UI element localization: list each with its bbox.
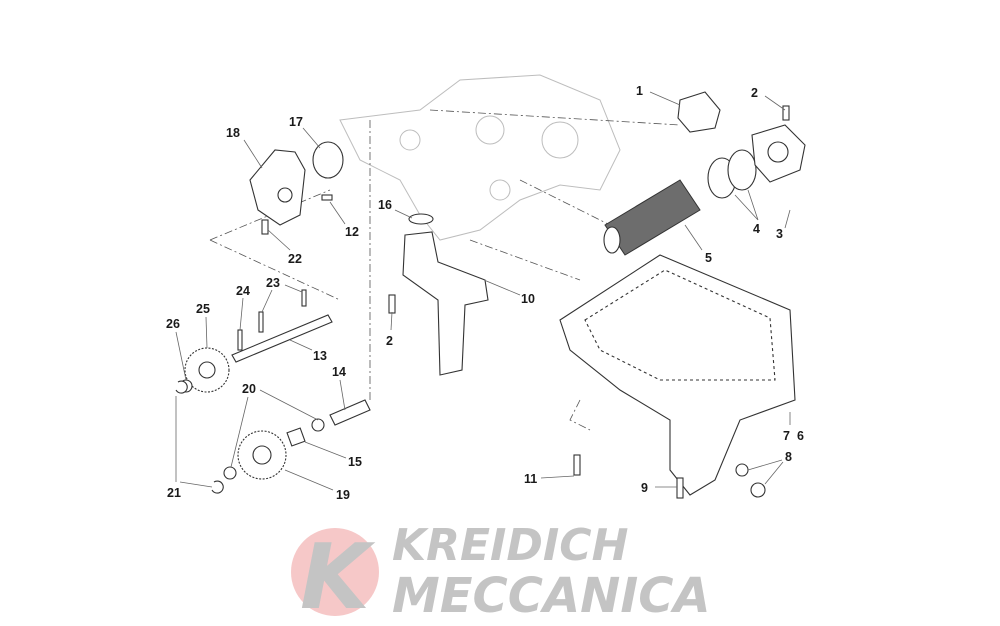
bolt-9 [676,477,684,499]
oil-filter-end [603,226,621,254]
filter-cover-boss [767,141,789,163]
callout-14: 14 [332,365,346,379]
pump-shaft [231,314,333,363]
callout-6: 6 [797,429,804,443]
gear-19-hub [252,445,272,465]
callout-20: 20 [242,382,256,396]
watermark-line1: KREIDICH [392,520,628,571]
callout-5: 5 [705,251,712,265]
callout-13: 13 [313,349,327,363]
callout-labels: 1 2 18 17 16 12 4 3 5 22 10 24 23 25 26 … [166,84,804,502]
callout-19: 19 [336,488,350,502]
washer [223,466,237,480]
callout-18: 18 [226,126,240,140]
sleeve [329,399,371,426]
callout-22: 22 [288,252,302,266]
callout-8: 8 [785,450,792,464]
callout-3: 3 [776,227,783,241]
callout-2: 2 [751,86,758,100]
bolt-2 [388,294,396,314]
leader-lines [175,91,791,491]
pump-cover-hole [277,187,293,203]
oil-strainer [402,231,489,376]
pin-24 [237,329,243,351]
callout-25: 25 [196,302,210,316]
callout-15: 15 [348,455,362,469]
o-ring-16 [408,213,434,225]
pin-23 [258,311,264,333]
gear-25-hub [198,361,216,379]
pin-23b [301,289,307,307]
drain-plug [750,482,766,498]
callout-4: 4 [753,222,760,236]
callout-2b: 2 [386,334,393,348]
watermark-k: K [300,525,376,626]
assembly-lines [209,109,681,431]
watermark-circle [291,528,379,616]
callout-12: 12 [345,225,359,239]
circlip [211,480,224,494]
pump-cover [249,149,306,226]
o-ring [727,149,757,191]
watermark-line2: MECCANICA [392,568,711,624]
bolt-2-top [782,105,790,121]
pump-rotor [312,141,344,179]
callout-11: 11 [524,472,537,486]
dowel [321,194,333,201]
callout-17: 17 [289,115,303,129]
callout-1: 1 [636,84,643,98]
engine-block-outline [339,74,621,241]
callout-10: 10 [521,292,535,306]
callout-23: 23 [266,276,280,290]
sump-gasket-dots [584,269,776,381]
callout-21: 21 [167,486,181,500]
callout-9: 9 [641,481,648,495]
bolt-11 [573,454,581,476]
circlip [175,380,188,394]
callout-24: 24 [236,284,250,298]
washer [311,418,325,432]
callout-26: 26 [166,317,180,331]
callout-16: 16 [378,198,392,212]
watermark-logo: K KREIDICH MECCANICA [291,520,711,626]
filter-cap [677,91,721,133]
washer-8 [735,463,749,477]
spring [286,427,306,447]
callout-7: 7 [783,429,790,443]
bolt [261,219,269,235]
